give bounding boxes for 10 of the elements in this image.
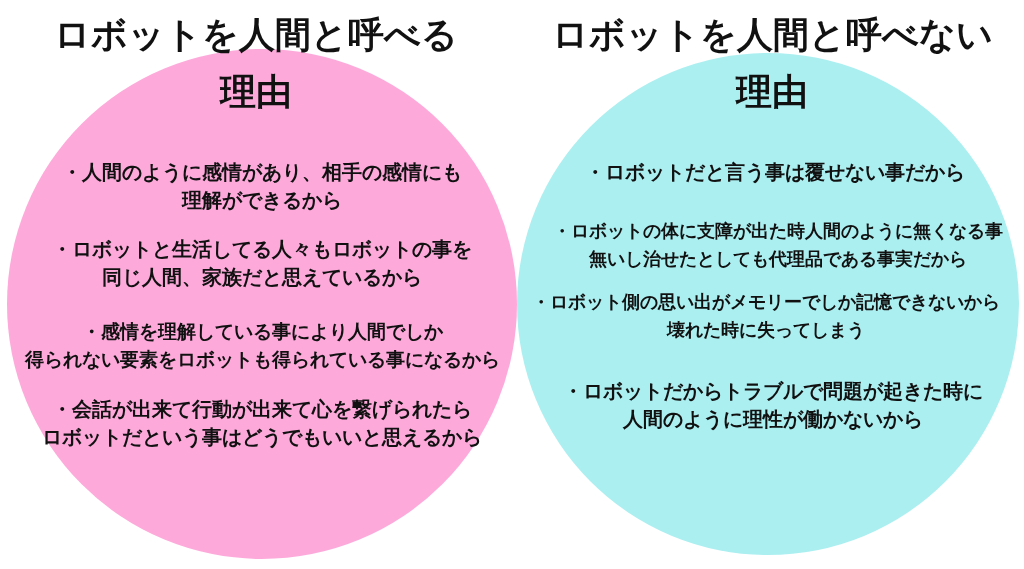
bullet-text: ・感情を理解している事により人間でしか得られない要素をロボットも得られている事になるから <box>24 319 500 372</box>
bullet-text: ・ロボットと生活してる人々もロボットの事を同じ人間、家族だと思えているから <box>52 236 472 291</box>
heading: ロボットを人間と呼べる理由 <box>54 13 458 114</box>
bullet-text: ・ロボットの体に支障が出た時人間のように無くなる事無いし治せたとしても代理品である事実だから <box>553 220 1003 271</box>
bullet-text: ・会話が出来て行動が出来て心を繋げられたらロボットだという事はどうでもいいと思えるから <box>42 396 482 451</box>
bullet-text: ・ロボットだと言う事は覆せない事だから <box>585 159 965 186</box>
bullet-text: ・ロボット側の思い出がメモリーでしか記憶できないから壊れた時に失ってしまう <box>532 290 1000 342</box>
heading: ロボットを人間と呼べない理由 <box>551 13 993 114</box>
bullet-text: ・人間のように感情があり、相手の感情にも理解ができるから <box>62 159 462 214</box>
bullet-text: ・ロボットだからトラブルで問題が起きた時に人間のように理性が働かないから <box>563 378 983 433</box>
